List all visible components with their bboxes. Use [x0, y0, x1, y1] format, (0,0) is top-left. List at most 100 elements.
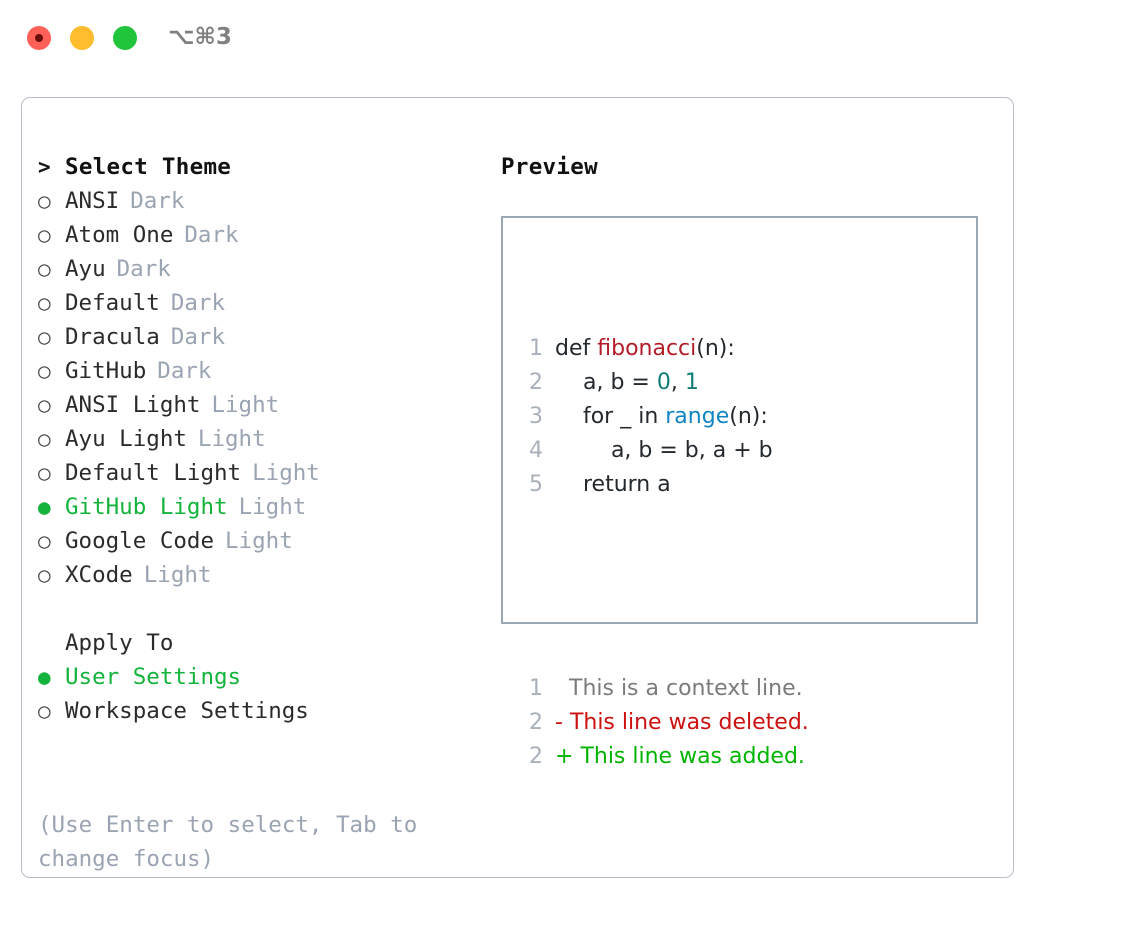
code-line-text: a, b = b, a + b: [555, 434, 773, 468]
radio-unselected-icon[interactable]: ○: [38, 325, 51, 349]
theme-list-item[interactable]: ○ ANSI Dark: [38, 184, 498, 218]
radio-unselected-icon[interactable]: ○: [38, 427, 51, 451]
code-blank-line: [515, 570, 809, 604]
theme-variant-tag: Light: [238, 494, 307, 520]
radio-unselected-icon[interactable]: ○: [38, 529, 51, 553]
apply-to-option[interactable]: ○ Workspace Settings: [38, 694, 498, 728]
maximize-button[interactable]: [113, 26, 137, 50]
minimize-button[interactable]: [70, 26, 94, 50]
code-token: 1: [684, 370, 699, 395]
theme-name: Ayu: [65, 256, 106, 282]
radio-unselected-icon[interactable]: ○: [38, 291, 51, 315]
theme-variant-tag: Light: [252, 460, 320, 486]
apply-to-options: ● User Settings ○ Workspace Settings: [38, 660, 498, 728]
radio-unselected-icon[interactable]: ○: [38, 699, 51, 723]
radio-selected-icon[interactable]: ●: [38, 495, 51, 519]
code-line: 3 for _ in range(n):: [515, 400, 809, 434]
preview-title: Preview: [501, 154, 598, 180]
apply-to-option-label: User Settings: [65, 664, 242, 690]
page-title: Select Theme: [65, 154, 232, 180]
theme-name: Google Code: [65, 528, 215, 554]
theme-name: Dracula: [65, 324, 160, 350]
theme-name: Default: [65, 290, 160, 316]
apply-to-heading: Apply To: [38, 626, 498, 660]
radio-unselected-icon[interactable]: ○: [38, 257, 51, 281]
diff-line-text: This line was added.: [580, 744, 805, 769]
code-line: 2 a, b = 0, 1: [515, 366, 809, 400]
diff-sample: 1 This is a context line.2- This line wa…: [515, 672, 809, 774]
code-line: 4 a, b = b, a + b: [515, 434, 809, 468]
radio-unselected-icon[interactable]: ○: [38, 223, 51, 247]
theme-name: XCode: [65, 562, 133, 588]
keyboard-hint: (Use Enter to select, Tab to change focu…: [38, 812, 418, 872]
code-token: ,: [670, 370, 685, 395]
code-line-text: a, b = 0, 1: [555, 366, 699, 400]
line-number: 2: [529, 370, 543, 395]
theme-name: Atom One: [65, 222, 174, 248]
diff-line: 2+ This line was added.: [515, 740, 809, 774]
diff-line-text: This line was deleted.: [569, 710, 809, 735]
diff-marker: [555, 672, 569, 706]
apply-to-option[interactable]: ● User Settings: [38, 660, 498, 694]
theme-list-item[interactable]: ○ Ayu Dark: [38, 252, 498, 286]
theme-name: GitHub Light: [65, 494, 228, 520]
code-token: for _ in: [555, 404, 666, 429]
code-token: a, b = b, a + b: [555, 438, 773, 463]
radio-unselected-icon[interactable]: ○: [38, 393, 51, 417]
code-token: a, b =: [555, 370, 657, 395]
code-token: range: [665, 404, 730, 429]
line-number: 4: [529, 438, 543, 463]
radio-unselected-icon[interactable]: ○: [38, 359, 51, 383]
diff-line: 2- This line was deleted.: [515, 706, 809, 740]
caret-icon: >: [38, 155, 51, 179]
theme-list-item[interactable]: ● GitHub Light Light: [38, 490, 498, 524]
theme-list-item[interactable]: ○ Google Code Light: [38, 524, 498, 558]
theme-variant-tag: Light: [225, 528, 293, 554]
code-token: def: [555, 336, 598, 361]
title-bar: ⌥⌘3: [0, 0, 1140, 78]
diff-marker: -: [555, 710, 570, 735]
list-spacer: [38, 592, 498, 626]
code-token: return a: [555, 472, 671, 497]
diff-marker: +: [555, 744, 581, 769]
theme-variant-tag: Light: [197, 426, 266, 452]
radio-unselected-icon[interactable]: ○: [38, 189, 51, 213]
line-number: 2: [529, 710, 543, 735]
theme-variant-tag: Dark: [130, 188, 185, 214]
close-button[interactable]: [27, 26, 51, 50]
keyboard-shortcut-label: ⌥⌘3: [168, 24, 232, 50]
theme-list-item[interactable]: ○ Ayu Light Light: [38, 422, 498, 456]
radio-unselected-icon[interactable]: ○: [38, 461, 51, 485]
theme-list-item[interactable]: ○ Dracula Dark: [38, 320, 498, 354]
theme-variant-tag: Dark: [116, 256, 171, 282]
code-line-text: for _ in range(n):: [555, 400, 768, 434]
apply-to-label: Apply To: [65, 630, 174, 656]
code-line-text: return a: [555, 468, 671, 502]
apply-to-option-label: Workspace Settings: [65, 698, 309, 724]
code-line-text: def fibonacci(n):: [555, 332, 735, 366]
diff-line: 1 This is a context line.: [515, 672, 809, 706]
line-number: 3: [529, 404, 543, 429]
theme-picker-header: > Select Theme: [38, 150, 498, 184]
theme-variant-tag: Dark: [170, 324, 226, 350]
code-token: 0: [656, 370, 671, 395]
theme-name: ANSI: [65, 188, 120, 214]
code-token: fibonacci: [597, 336, 697, 361]
theme-variant-tag: Light: [211, 392, 280, 418]
radio-unselected-icon[interactable]: ○: [38, 563, 51, 587]
radio-selected-icon[interactable]: ●: [38, 665, 51, 689]
theme-name: Ayu Light: [65, 426, 187, 452]
